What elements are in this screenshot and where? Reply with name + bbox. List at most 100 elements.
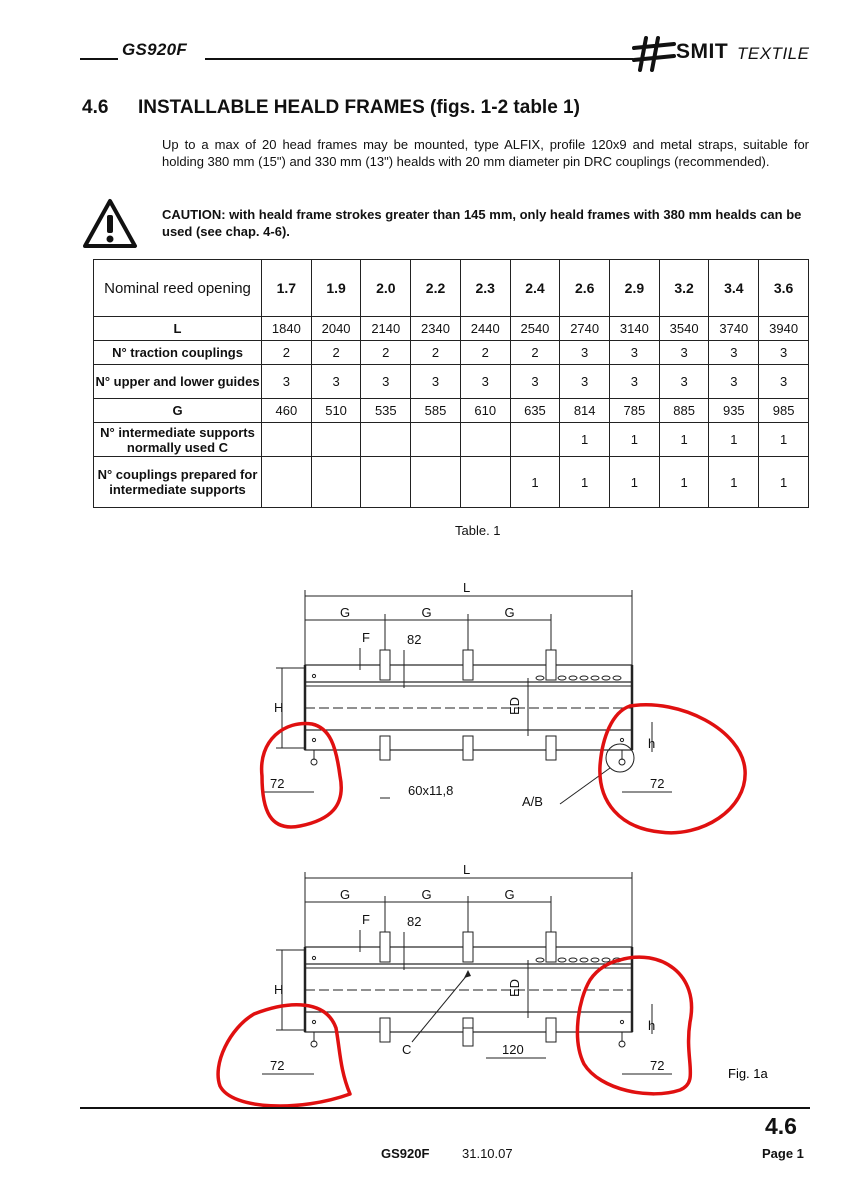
- column-header: 3.4: [708, 259, 760, 317]
- table-cell: [261, 456, 312, 508]
- table-cell: [261, 422, 312, 457]
- frame-hole: [311, 673, 317, 679]
- table-cell: [509, 422, 561, 457]
- frame-hole: [311, 737, 317, 743]
- smit-textile-logo: SMIT TEXTILE: [632, 36, 812, 72]
- table-cell: 610: [459, 398, 511, 423]
- detail-circle: [605, 743, 635, 773]
- table-cell: 1: [758, 456, 809, 508]
- table-cell: 2040: [310, 316, 362, 341]
- table-cell: 3: [261, 364, 312, 399]
- table-cell: 3940: [758, 316, 809, 341]
- table-cell: 3: [509, 364, 561, 399]
- caution-note: CAUTION: with heald frame strokes greate…: [162, 206, 809, 240]
- table-cell: 1: [559, 422, 611, 457]
- column-header: 1.9: [310, 259, 362, 317]
- table-cell: 1: [658, 456, 710, 508]
- figure-caption: Fig. 1a: [728, 1066, 769, 1081]
- column-header: 1.7: [261, 259, 312, 317]
- column-header: 2.3: [459, 259, 511, 317]
- table-cell: 2: [459, 340, 511, 365]
- frame-hole: [612, 675, 622, 681]
- support-leader: [411, 973, 469, 1043]
- table-cell: 2: [310, 340, 362, 365]
- logo-smit: SMIT: [676, 40, 729, 63]
- table-cell: 1: [758, 422, 809, 457]
- dim-label-G: G: [505, 605, 515, 620]
- dim-label-F: F: [362, 912, 370, 927]
- table-cell: 2440: [459, 316, 511, 341]
- table-cell: 885: [658, 398, 710, 423]
- table-cell: 2: [360, 340, 412, 365]
- table-cell: 2740: [559, 316, 611, 341]
- detail-label: A/B: [522, 794, 543, 809]
- frame-hole: [590, 957, 600, 963]
- table-cell: 3540: [658, 316, 710, 341]
- lower-guide: [379, 1017, 391, 1043]
- dim-label-ED: ED: [507, 697, 522, 715]
- footer-rule: [80, 1107, 810, 1109]
- table-cell: 3: [758, 340, 809, 365]
- upper-coupling: [462, 931, 474, 963]
- table-cell: 3: [708, 364, 760, 399]
- footer-page: Page 1: [762, 1146, 804, 1161]
- row-label: N° upper and lower guides: [93, 364, 262, 399]
- section-title: INSTALLABLE HEALD FRAMES (figs. 1-2 tabl…: [138, 97, 580, 118]
- dim-label-G: G: [422, 887, 432, 902]
- frame-hole: [311, 1019, 317, 1025]
- support-arrow: [464, 970, 471, 978]
- frame-hole: [568, 957, 578, 963]
- table-cell: 535: [360, 398, 412, 423]
- table-cell: [459, 456, 511, 508]
- table-cell: 3: [410, 364, 461, 399]
- table-cell: 1: [609, 422, 660, 457]
- table-cell: 785: [609, 398, 660, 423]
- table-cell: [459, 422, 511, 457]
- table-cell: 1: [559, 456, 611, 508]
- frame-hole: [619, 1019, 625, 1025]
- table-cell: 1: [658, 422, 710, 457]
- header-model: GS920F: [122, 40, 188, 59]
- table-cell: 814: [559, 398, 611, 423]
- lower-guide: [545, 1017, 557, 1043]
- table-cell: 2: [410, 340, 461, 365]
- table-cell: 1: [509, 456, 561, 508]
- row-label: N° couplings prepared for intermediate s…: [93, 456, 262, 508]
- dim-label-H: H: [274, 982, 283, 997]
- row-label: N° traction couplings: [93, 340, 262, 365]
- table-cell: 3: [609, 340, 660, 365]
- frame-foot: [618, 1040, 626, 1048]
- logo-textile: TEXTILE: [737, 44, 810, 63]
- dim-label-G: G: [340, 605, 350, 620]
- table-cell: 3: [658, 364, 710, 399]
- frame-hole: [535, 957, 545, 963]
- frame-foot: [310, 1040, 318, 1048]
- red-markup-circle: [259, 721, 343, 829]
- table-cell: 510: [310, 398, 362, 423]
- table-cell: 1840: [261, 316, 312, 341]
- frame-hole: [557, 957, 567, 963]
- table-cell: 2140: [360, 316, 412, 341]
- table-cell: [410, 456, 461, 508]
- table-cell: 985: [758, 398, 809, 423]
- column-header: 2.2: [410, 259, 461, 317]
- dim-label-72-left: 72: [270, 1058, 284, 1073]
- table-cell: 3: [310, 364, 362, 399]
- table-cell: 460: [261, 398, 312, 423]
- lower-guide: [545, 735, 557, 761]
- dim-label-G: G: [505, 887, 515, 902]
- red-markup-circle: [575, 955, 694, 1096]
- dim-label-120: 120: [502, 1042, 524, 1057]
- table-cell: 585: [410, 398, 461, 423]
- frame-foot: [310, 758, 318, 766]
- table-row: N° intermediate supports normally used C…: [93, 422, 809, 457]
- dim-label-72-right: 72: [650, 1058, 664, 1073]
- frame-hole: [557, 675, 567, 681]
- intermediate-support: [462, 1027, 474, 1047]
